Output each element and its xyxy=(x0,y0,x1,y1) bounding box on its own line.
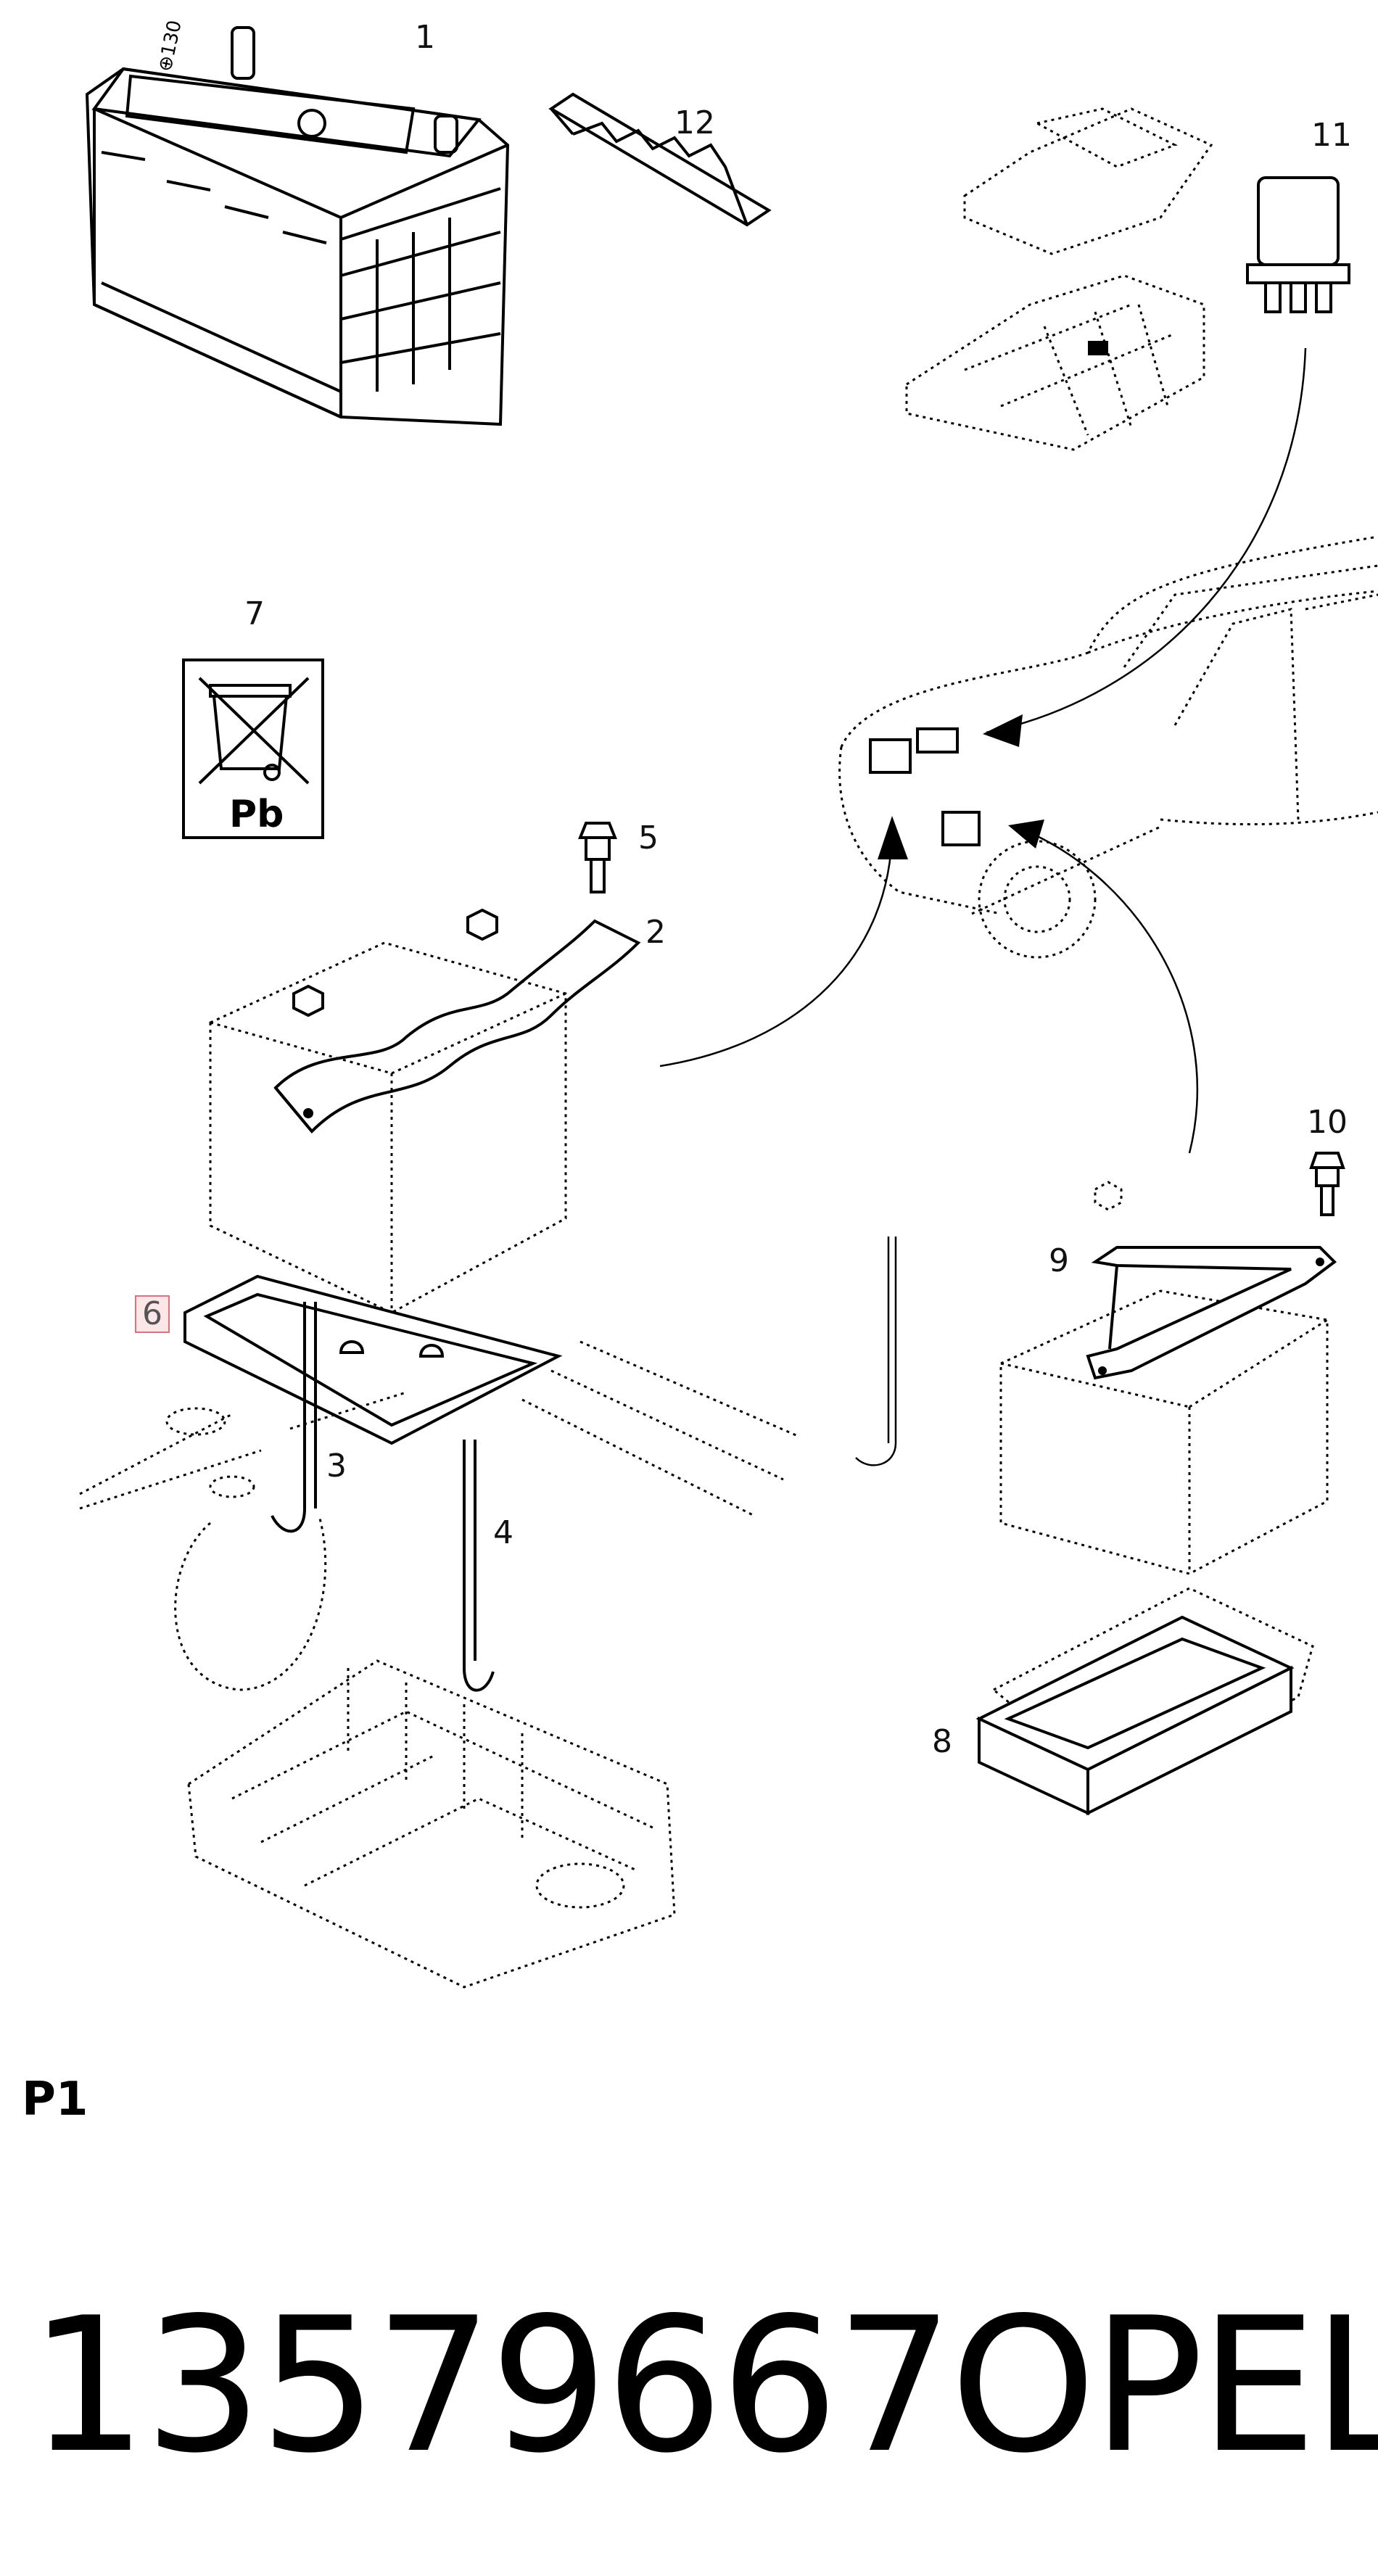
callout-12: 12 xyxy=(674,104,715,141)
callout-10: 10 xyxy=(1307,1104,1348,1141)
bolt-part-10 xyxy=(1094,1152,1345,1216)
strip-part-12 xyxy=(548,92,772,227)
callout-2: 2 xyxy=(645,914,666,951)
part-number: 13579667 xyxy=(29,2278,954,2494)
callout-4: 4 xyxy=(493,1514,513,1551)
callout-5: 5 xyxy=(638,820,659,856)
battery-part-1: ⊕130 xyxy=(85,18,510,426)
car-outline xyxy=(838,535,1378,959)
recycle-symbol-part-7: Pb xyxy=(182,659,324,839)
hook-part-4 xyxy=(463,1440,495,1692)
hook-part-3 xyxy=(271,1302,317,1533)
brand-name: OPEL xyxy=(950,2278,1378,2494)
callout-8: 8 xyxy=(932,1723,952,1760)
tray-part-8 xyxy=(975,1587,1314,1816)
callout-3: 3 xyxy=(326,1448,347,1485)
bracket-part-9 xyxy=(1086,1246,1337,1380)
floor-structure xyxy=(79,1237,897,1989)
callout-11: 11 xyxy=(1311,117,1352,154)
clamp-part-2 xyxy=(273,908,641,1134)
symbol-label: Pb xyxy=(229,793,284,836)
callout-6-highlighted[interactable]: 6 xyxy=(135,1295,170,1333)
svg-text:⊕130: ⊕130 xyxy=(154,18,186,73)
parts-diagram: ⊕130 xyxy=(79,18,1378,1989)
relay-part-11 xyxy=(983,176,1350,747)
callout-1: 1 xyxy=(415,19,435,56)
callout-7: 7 xyxy=(244,595,265,632)
arrows xyxy=(659,816,1199,1154)
callout-9: 9 xyxy=(1049,1242,1069,1279)
tray-part-6 xyxy=(183,1274,563,1445)
page-code: P1 xyxy=(22,2073,88,2126)
fuse-box xyxy=(905,107,1213,451)
battery-outline-left xyxy=(209,941,567,1314)
battery-outline-right xyxy=(999,1289,1329,1575)
bolt-part-5 xyxy=(578,822,617,893)
